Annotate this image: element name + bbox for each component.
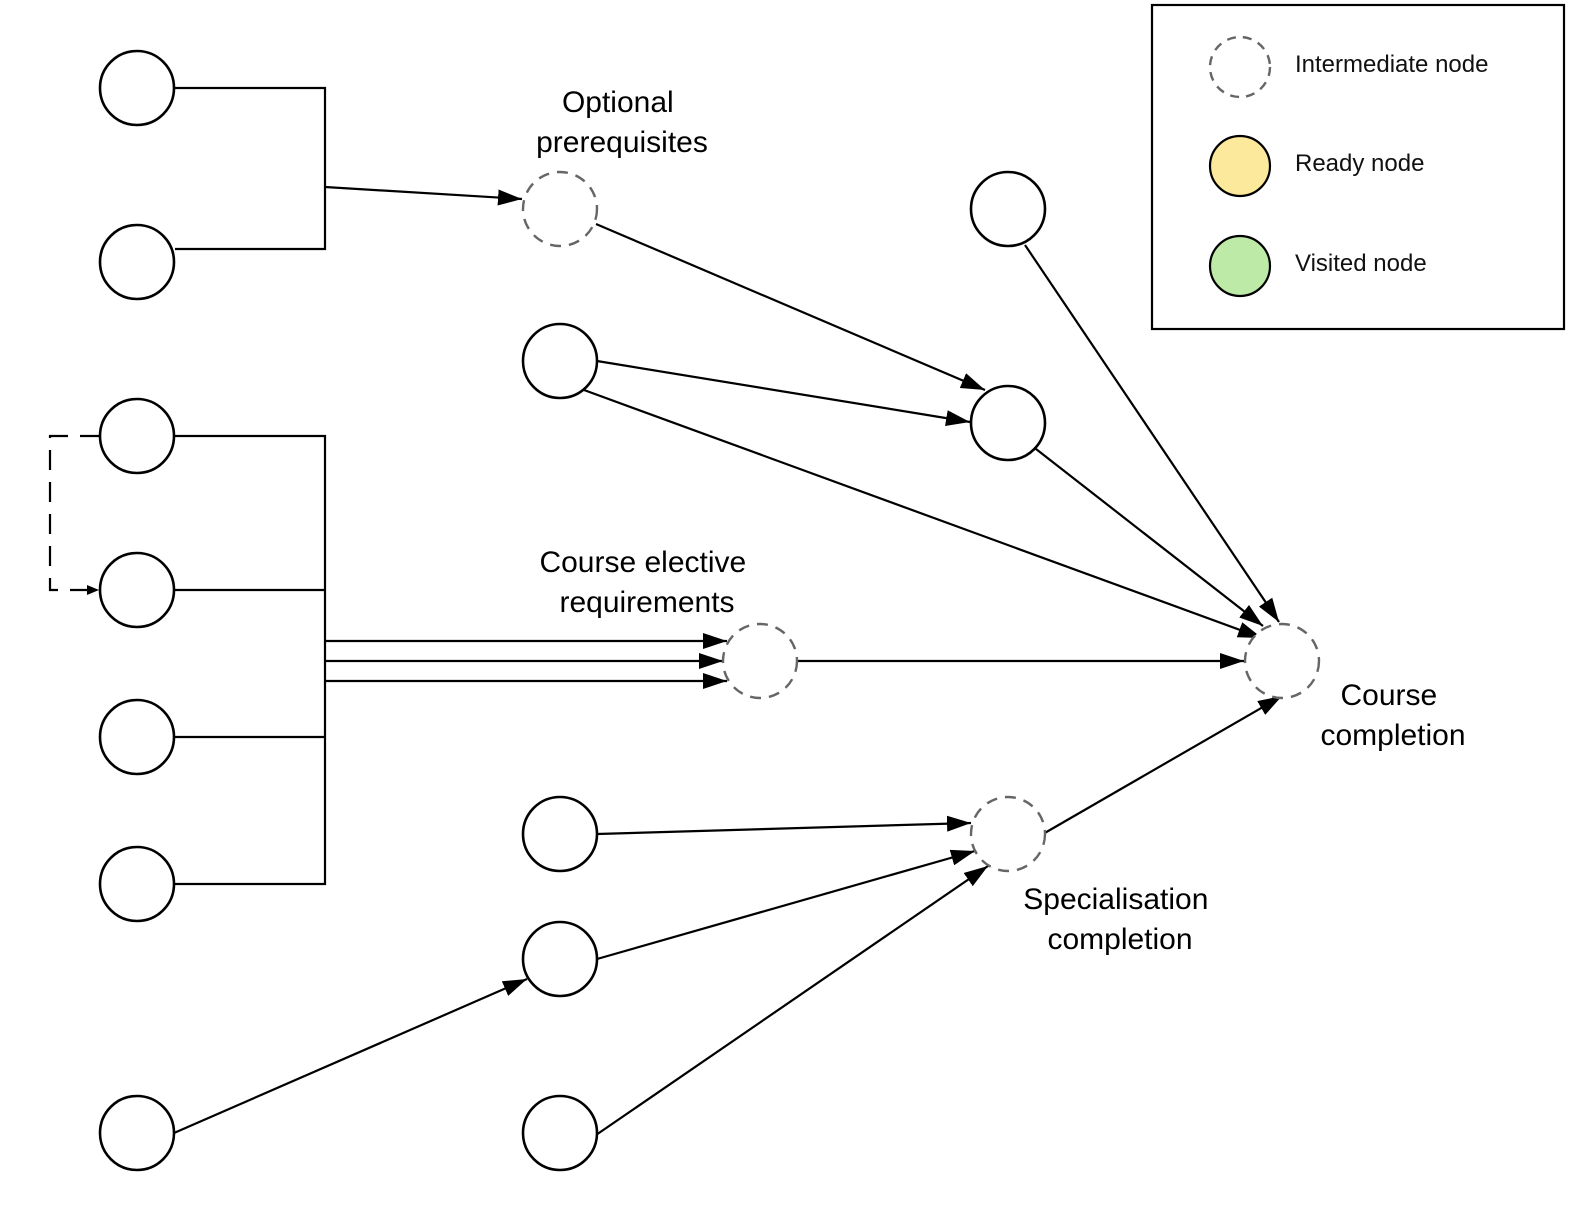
intermediate-node-course-elective[interactable] (721, 622, 799, 700)
edge-top-to-course (1024, 244, 1280, 623)
edge-node-e-to-spec (595, 865, 989, 1136)
edge-mid-to-course (1035, 448, 1264, 627)
edge-dashed-loop (48, 434, 100, 595)
intermediate-node-course-completion[interactable] (1243, 622, 1321, 700)
course-node[interactable] (98, 397, 176, 475)
course-node[interactable] (98, 1094, 176, 1172)
legend-ready-swatch (1208, 134, 1272, 198)
specialisation-completion-label: Specialisation completion (1023, 883, 1216, 956)
course-node[interactable] (98, 551, 176, 629)
legend-visited-text: Visited node (1295, 250, 1427, 277)
legend-ready-text: Ready node (1295, 150, 1424, 177)
course-completion-label: Course completion (1320, 679, 1465, 752)
optional-prerequisites-label: Optional prerequisites (536, 86, 708, 159)
legend-intermediate-swatch (1208, 35, 1272, 99)
course-node[interactable] (521, 322, 599, 400)
legend-visited-swatch (1208, 234, 1272, 298)
course-node[interactable] (98, 223, 176, 301)
edge-node-b-to-mid (596, 359, 971, 427)
course-node[interactable] (98, 49, 176, 127)
edge-node-c-to-spec (596, 815, 972, 836)
course-elective-requirements-label: Course elective requirements (539, 546, 754, 619)
edge-bracket-elective (175, 434, 327, 886)
course-node[interactable] (521, 795, 599, 873)
edge-optional-to-mid (595, 222, 986, 392)
edge-spec-to-course (1042, 695, 1283, 835)
edge-bracket-optional (175, 86, 327, 251)
edge-to-optional-prerequisites (324, 185, 523, 206)
intermediate-node-optional-prerequisites[interactable] (521, 170, 599, 248)
legend: Intermediate node Ready node Visited nod… (1150, 3, 1566, 331)
intermediate-node-specialisation[interactable] (969, 795, 1047, 873)
edge-node-d-to-spec (596, 849, 976, 961)
course-node[interactable] (521, 920, 599, 998)
course-node[interactable] (969, 384, 1047, 462)
edge-bottom-left-to-node-d (173, 977, 528, 1135)
course-node[interactable] (521, 1094, 599, 1172)
course-node[interactable] (969, 170, 1047, 248)
legend-intermediate-text: Intermediate node (1295, 51, 1488, 78)
edge-node-b-to-course (583, 388, 1263, 640)
course-node[interactable] (98, 845, 176, 923)
course-node[interactable] (98, 698, 176, 776)
